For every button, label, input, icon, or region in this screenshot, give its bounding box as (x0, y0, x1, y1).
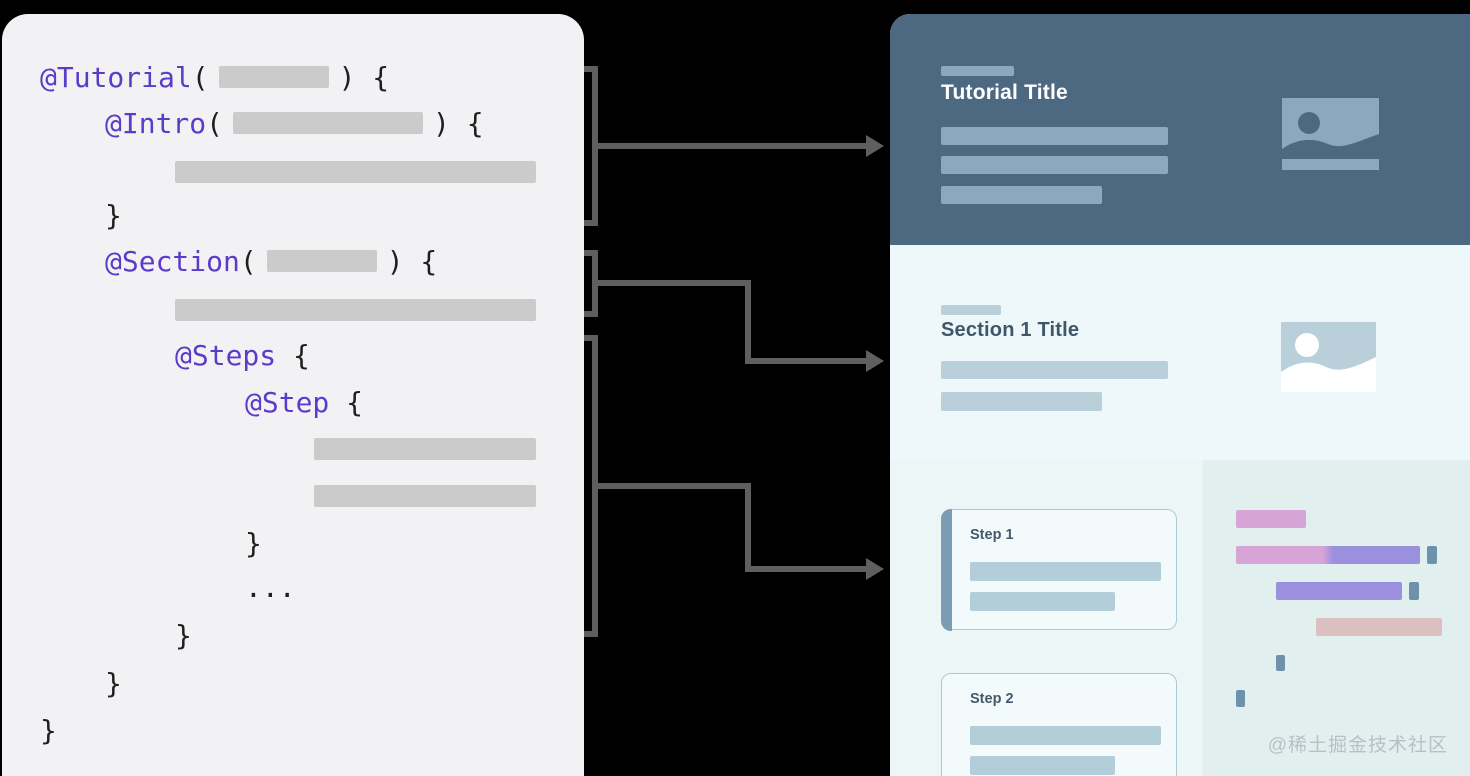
code-placeholder-bar (175, 161, 536, 183)
code-punctuation: ) { (386, 244, 438, 278)
connector-line (745, 483, 751, 572)
code-line: } (245, 526, 262, 560)
image-placeholder-icon (1282, 98, 1379, 170)
code-line: @Steps { (175, 338, 310, 372)
mini-code-skeleton-bar (1276, 655, 1285, 671)
code-punctuation: } (40, 713, 57, 747)
bracket-steps (584, 335, 598, 637)
image-placeholder-icon (1281, 322, 1376, 392)
text-skeleton-bar (970, 562, 1161, 581)
eyebrow-skeleton-bar (941, 66, 1014, 76)
code-punctuation: } (245, 526, 262, 560)
arrow-right-icon (866, 135, 884, 157)
connector-line (596, 280, 751, 286)
tutorial-code-panel: @Tutorial() {@Intro() {}@Section() {@Ste… (2, 14, 584, 776)
connector-line (596, 483, 751, 489)
code-line: } (105, 198, 122, 232)
arrow-right-icon (866, 558, 884, 580)
code-line (314, 432, 546, 466)
text-skeleton-bar (970, 756, 1115, 775)
code-line: @Tutorial( ) { (40, 60, 389, 94)
mini-code-skeleton-bar (1409, 582, 1419, 600)
connector-line (745, 358, 868, 364)
text-skeleton-bar (941, 392, 1102, 411)
mini-code-skeleton-bar (1236, 690, 1245, 707)
code-placeholder-bar (218, 66, 329, 88)
code-line: } (175, 618, 192, 652)
text-skeleton-bar (941, 186, 1102, 204)
step-label: Step 1 (970, 527, 1014, 543)
mini-code-skeleton-bar (1316, 618, 1442, 636)
connector-line (745, 566, 868, 572)
code-keyword: @Step (245, 385, 330, 419)
connector-line (745, 280, 751, 364)
bracket-intro (584, 66, 598, 226)
code-punctuation: ( (206, 106, 224, 140)
code-line: @Section( ) { (105, 244, 437, 278)
step-card[interactable]: Step 1 (940, 508, 1177, 631)
step-label: Step 2 (970, 691, 1014, 707)
steps-column: Step 1 Step 2 (890, 460, 1203, 776)
text-skeleton-bar (970, 592, 1115, 611)
mini-code-column: @稀土掘金技术社区 (1203, 460, 1470, 776)
section-title: Section 1 Title (941, 319, 1080, 341)
code-line: @Step { (245, 385, 363, 419)
code-keyword: @Tutorial (40, 60, 192, 94)
code-line: } (105, 666, 122, 700)
code-placeholder-bar (266, 250, 377, 272)
connector-line (596, 143, 868, 149)
bracket-section (584, 250, 598, 317)
arrow-right-icon (866, 350, 884, 372)
code-punctuation: ( (239, 244, 257, 278)
section-block: Section 1 Title (890, 245, 1470, 460)
code-line (175, 293, 546, 327)
step-card[interactable]: Step 2 (941, 673, 1177, 776)
text-skeleton-bar (941, 361, 1168, 379)
watermark-text: @稀土掘金技术社区 (1267, 735, 1448, 756)
mini-code-skeleton-bar (1427, 546, 1437, 564)
code-line (314, 479, 546, 513)
code-punctuation: { (329, 385, 364, 419)
tutorial-title: Tutorial Title (941, 81, 1068, 104)
code-line: } (40, 713, 57, 747)
mini-code-skeleton-bar (1276, 582, 1402, 600)
code-placeholder-bar (314, 485, 536, 507)
code-placeholder-bar (314, 438, 536, 460)
code-punctuation: ( (191, 60, 209, 94)
code-punctuation: } (105, 666, 122, 700)
eyebrow-skeleton-bar (941, 305, 1001, 315)
mini-code-skeleton-bar (1236, 510, 1306, 528)
code-punctuation: } (175, 618, 192, 652)
code-line: ... (245, 570, 296, 604)
code-line (175, 155, 546, 189)
code-placeholder-bar (233, 112, 424, 134)
code-keyword: @Steps (175, 338, 277, 372)
text-skeleton-bar (941, 127, 1168, 145)
code-punctuation: } (105, 198, 122, 232)
mini-code-skeleton-bar (1236, 546, 1420, 564)
tutorial-header: Tutorial Title (890, 14, 1470, 245)
code-line: @Intro( ) { (105, 106, 484, 140)
text-skeleton-bar (970, 726, 1161, 745)
code-keyword: @Section (105, 244, 240, 278)
code-punctuation: ... (245, 570, 296, 604)
code-placeholder-bar (175, 299, 536, 321)
active-step-accent-bar (940, 508, 952, 631)
text-skeleton-bar (941, 156, 1168, 174)
code-punctuation: ) { (338, 60, 390, 94)
code-punctuation: { (276, 338, 310, 372)
code-punctuation: ) { (433, 106, 484, 140)
code-keyword: @Intro (105, 106, 207, 140)
